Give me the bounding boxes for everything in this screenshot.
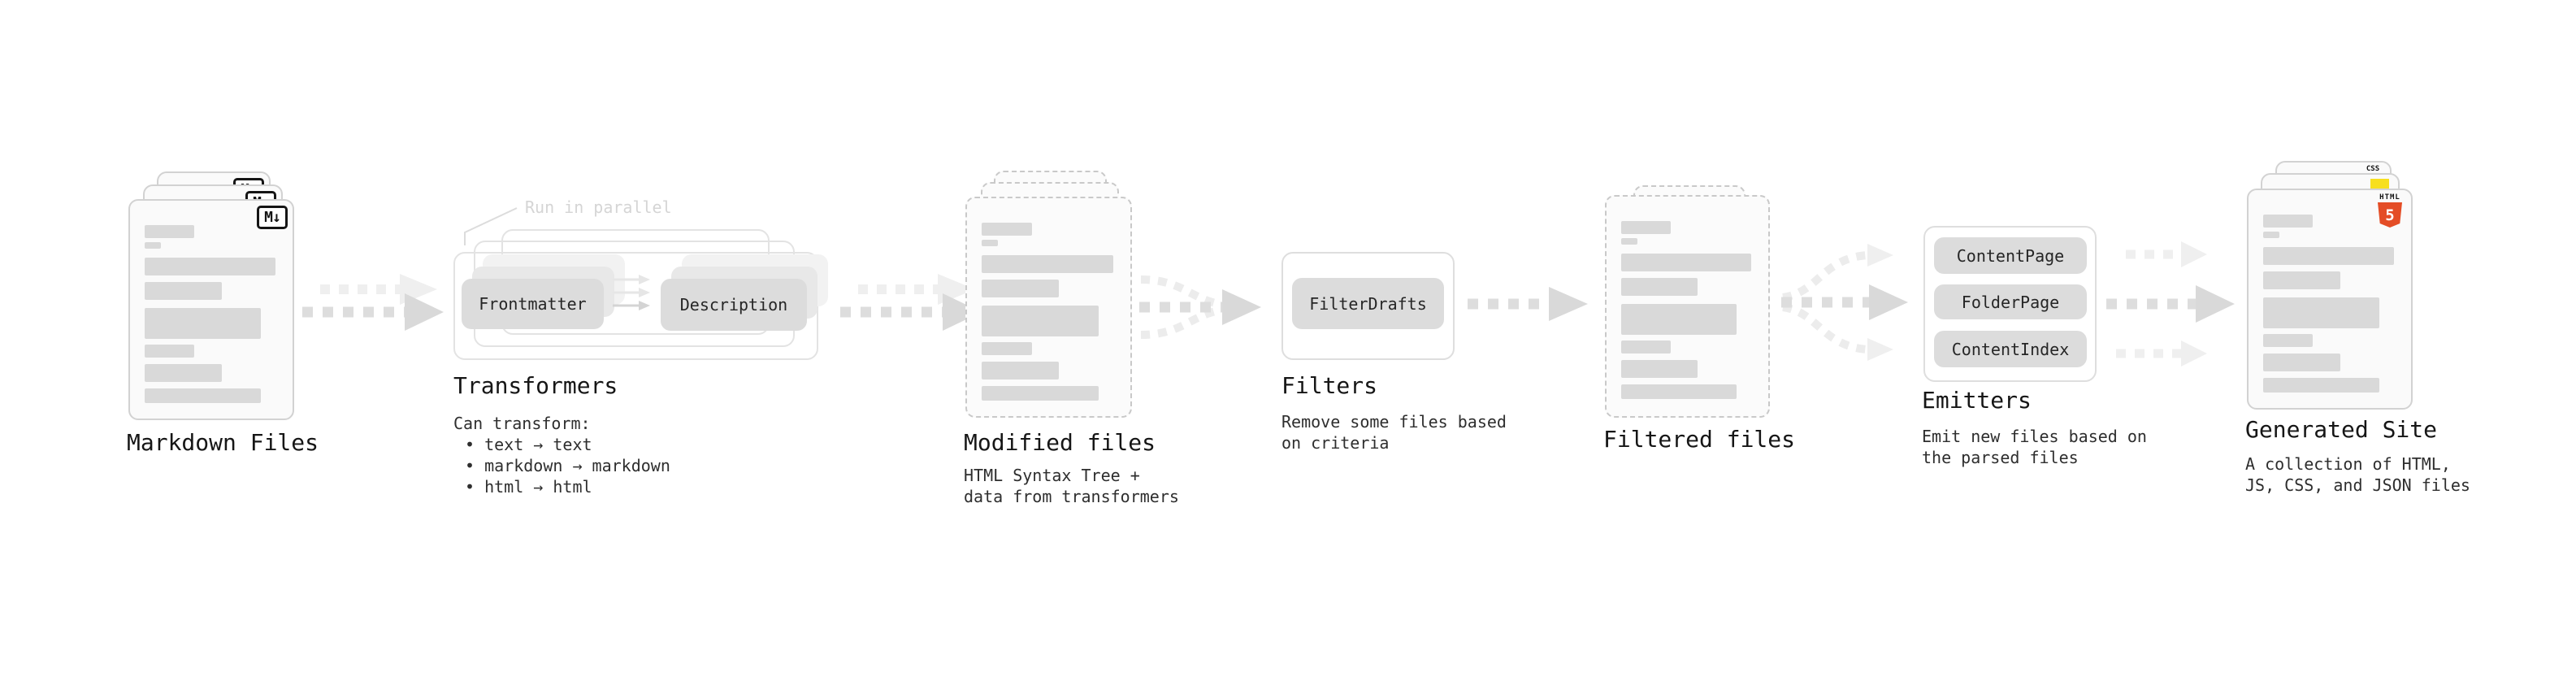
filters-description: Remove some files based on criteria <box>1281 411 1507 453</box>
text-line-placeholder <box>2263 271 2340 289</box>
text-line-placeholder <box>982 240 999 246</box>
emitters-box <box>1923 226 2097 382</box>
transformers-bullet: • markdown → markdown <box>465 456 670 475</box>
description-pill-label: Description <box>679 295 788 314</box>
text-line-placeholder <box>1621 340 1672 354</box>
text-line-placeholder <box>2263 297 2379 328</box>
folderpage-pill: FolderPage <box>1934 284 2087 319</box>
text-line-placeholder <box>145 225 195 238</box>
description-line: Emit new files based on <box>1922 427 2147 446</box>
text-line-placeholder <box>1621 304 1737 335</box>
flow-arrow-icon <box>840 274 982 331</box>
text-line-placeholder <box>2263 232 2279 238</box>
transformers-bullet: • text → text <box>465 435 592 454</box>
parallel-arrows-icon <box>613 275 650 310</box>
html5-icon-shield: 5 <box>2378 202 2402 228</box>
html5-icon: HTML 5 <box>2375 193 2405 228</box>
text-line-placeholder <box>1621 238 1637 245</box>
generated-file-card: HTML 5 <box>2247 189 2413 410</box>
contentpage-pill: ContentPage <box>1934 237 2087 274</box>
text-line-placeholder <box>2263 334 2314 347</box>
text-line-placeholder <box>982 306 1099 336</box>
description-line: the parsed files <box>1922 448 2079 467</box>
html5-icon-number: 5 <box>2385 206 2395 224</box>
description-line: data from transformers <box>964 487 1179 506</box>
generated-site-label: Generated Site <box>2245 416 2438 443</box>
text-line-placeholder <box>145 345 195 358</box>
filterdrafts-pill-label: FilterDrafts <box>1309 293 1427 314</box>
markdown-icon: M↓ <box>257 206 288 229</box>
file-content-placeholder <box>2263 215 2398 393</box>
frontmatter-pill-label: Frontmatter <box>479 294 587 314</box>
file-content-placeholder <box>982 223 1117 401</box>
emitters-description: Emit new files based on the parsed files <box>1922 426 2147 468</box>
file-content-placeholder <box>145 225 280 403</box>
text-line-placeholder <box>145 388 261 403</box>
text-line-placeholder <box>1621 254 1752 271</box>
transformers-label: Transformers <box>453 372 618 399</box>
text-line-placeholder <box>145 282 222 300</box>
contentindex-pill: ContentIndex <box>1934 331 2087 367</box>
text-line-placeholder <box>982 342 1032 355</box>
text-line-placeholder <box>2263 215 2314 228</box>
text-line-placeholder <box>1621 360 1698 378</box>
modified-files-label: Modified files <box>964 429 1156 456</box>
triple-arrow-icon <box>2106 241 2235 367</box>
text-line-placeholder <box>145 364 222 382</box>
text-line-placeholder <box>145 258 276 275</box>
file-content-placeholder <box>1621 221 1755 399</box>
description-line: JS, CSS, and JSON files <box>2245 475 2470 495</box>
filters-box <box>1281 252 1455 360</box>
filterdrafts-pill: FilterDrafts <box>1292 278 1444 329</box>
generated-site-description: A collection of HTML, JS, CSS, and JSON … <box>2245 453 2470 496</box>
text-line-placeholder <box>2263 378 2379 393</box>
contentindex-pill-label: ContentIndex <box>1951 339 2070 359</box>
css-icon-text: CSS <box>2366 165 2380 173</box>
text-line-placeholder <box>145 242 161 249</box>
fanout-arrow-icon <box>1781 244 1908 361</box>
markdown-files-label: Markdown Files <box>127 429 319 456</box>
description-line: on criteria <box>1281 433 1390 453</box>
description-line: Remove some files based <box>1281 412 1507 432</box>
filters-label: Filters <box>1281 372 1378 399</box>
description-pill: Description <box>661 279 807 331</box>
text-line-placeholder <box>982 255 1113 273</box>
description-line: HTML Syntax Tree + <box>964 466 1140 485</box>
text-line-placeholder <box>1621 384 1737 399</box>
modified-file-card <box>965 197 1132 418</box>
text-line-placeholder <box>982 386 1099 401</box>
contentpage-pill-label: ContentPage <box>1956 245 2065 266</box>
merge-arrow-icon <box>1139 275 1261 339</box>
modified-files-description: HTML Syntax Tree + data from transformer… <box>964 465 1179 507</box>
folderpage-pill-label: FolderPage <box>1961 292 2060 312</box>
text-line-placeholder <box>2263 247 2395 265</box>
run-in-parallel-annotation: Run in parallel <box>525 197 672 217</box>
frontmatter-pill: Frontmatter <box>462 279 604 329</box>
flow-arrow-icon <box>1468 287 1588 321</box>
transformers-description: Can transform: • text → text • markdown … <box>453 413 670 497</box>
text-line-placeholder <box>982 280 1060 297</box>
flow-arrow-icon <box>302 274 444 331</box>
javascript-icon <box>2370 179 2389 189</box>
text-line-placeholder <box>982 223 1032 236</box>
text-line-placeholder <box>982 362 1060 380</box>
text-line-placeholder <box>2263 354 2340 371</box>
markdown-file-card: M↓ <box>128 199 294 420</box>
text-line-placeholder <box>1621 221 1672 234</box>
filtered-files-label: Filtered files <box>1603 426 1796 453</box>
emitters-label: Emitters <box>1922 387 2032 414</box>
transformers-intro: Can transform: <box>453 414 591 433</box>
text-line-placeholder <box>1621 278 1698 296</box>
transformers-bullet: • html → html <box>465 477 592 497</box>
description-line: A collection of HTML, <box>2245 454 2451 474</box>
text-line-placeholder <box>145 308 261 339</box>
filtered-file-card <box>1605 195 1770 418</box>
html5-icon-text: HTML <box>2379 193 2400 202</box>
annotation-leader-line <box>464 207 518 245</box>
